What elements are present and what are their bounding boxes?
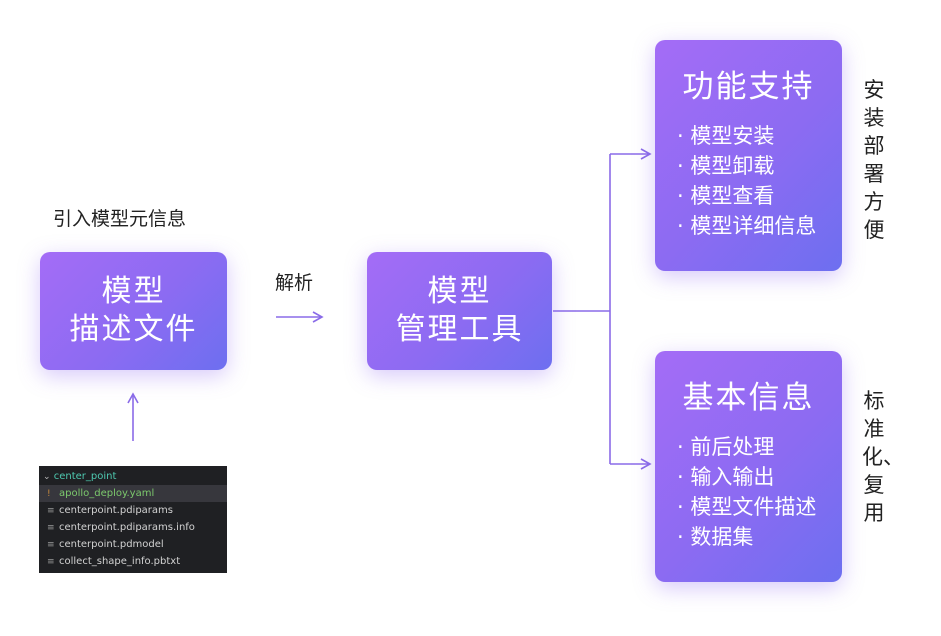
file-row[interactable]: ≡ centerpoint.pdiparams (39, 502, 227, 519)
file-name: centerpoint.pdmodel (59, 539, 164, 550)
center-box-line-1: 模型 (427, 274, 492, 309)
feature-item: 模型详细信息 (677, 211, 842, 241)
file-row[interactable]: ≡ centerpoint.pdmodel (39, 536, 227, 553)
basic-info-item: 前后处理 (677, 432, 842, 462)
file-name: apollo_deploy.yaml (59, 488, 155, 499)
file-lines-icon: ≡ (47, 557, 55, 567)
basic-info-title: 基本信息 (682, 380, 815, 416)
model-management-tool-box: 模型 管理工具 (367, 252, 552, 370)
easy-deploy-side-text: 安装部署方便 (863, 78, 885, 242)
feature-item: 模型安装 (677, 121, 842, 151)
file-row[interactable]: ≡ centerpoint.pdiparams.info (39, 519, 227, 536)
feature-item: 模型卸载 (677, 151, 842, 181)
left-caption: 引入模型元信息 (53, 208, 187, 230)
basic-info-item: 模型文件描述 (677, 492, 842, 522)
file-lines-icon: ≡ (47, 540, 55, 550)
folder-name: center_point (53, 471, 117, 482)
file-row[interactable]: ≡ collect_shape_info.pbtxt (39, 553, 227, 570)
file-lines-icon: ≡ (47, 523, 55, 533)
feature-support-title: 功能支持 (682, 69, 815, 105)
file-name: centerpoint.pdiparams (59, 505, 173, 516)
feature-item: 模型查看 (677, 181, 842, 211)
file-tree-panel: ⌄ center_point ! apollo_deploy.yaml ≡ cent… (39, 466, 227, 573)
basic-info-item: 数据集 (677, 522, 842, 552)
basic-info-box: 基本信息 前后处理 输入输出 模型文件描述 数据集 (655, 351, 842, 582)
yaml-icon: ! (47, 489, 51, 499)
model-description-file-box: 模型 描述文件 (40, 252, 227, 370)
left-box-line-1: 模型 (101, 274, 166, 309)
basic-info-item: 输入输出 (677, 462, 842, 492)
folder-row[interactable]: ⌄ center_point (39, 468, 227, 485)
chevron-down-icon: ⌄ (43, 472, 51, 482)
file-name: centerpoint.pdiparams.info (59, 522, 195, 533)
file-lines-icon: ≡ (47, 506, 55, 516)
center-box-line-2: 管理工具 (395, 312, 524, 347)
standardize-reuse-side-text: 标准化、复用 (862, 389, 904, 525)
file-row[interactable]: ! apollo_deploy.yaml (39, 485, 227, 502)
left-box-line-2: 描述文件 (69, 312, 198, 347)
feature-support-box: 功能支持 模型安装 模型卸载 模型查看 模型详细信息 (655, 40, 842, 271)
parse-label: 解析 (275, 272, 314, 294)
file-name: collect_shape_info.pbtxt (59, 556, 181, 567)
